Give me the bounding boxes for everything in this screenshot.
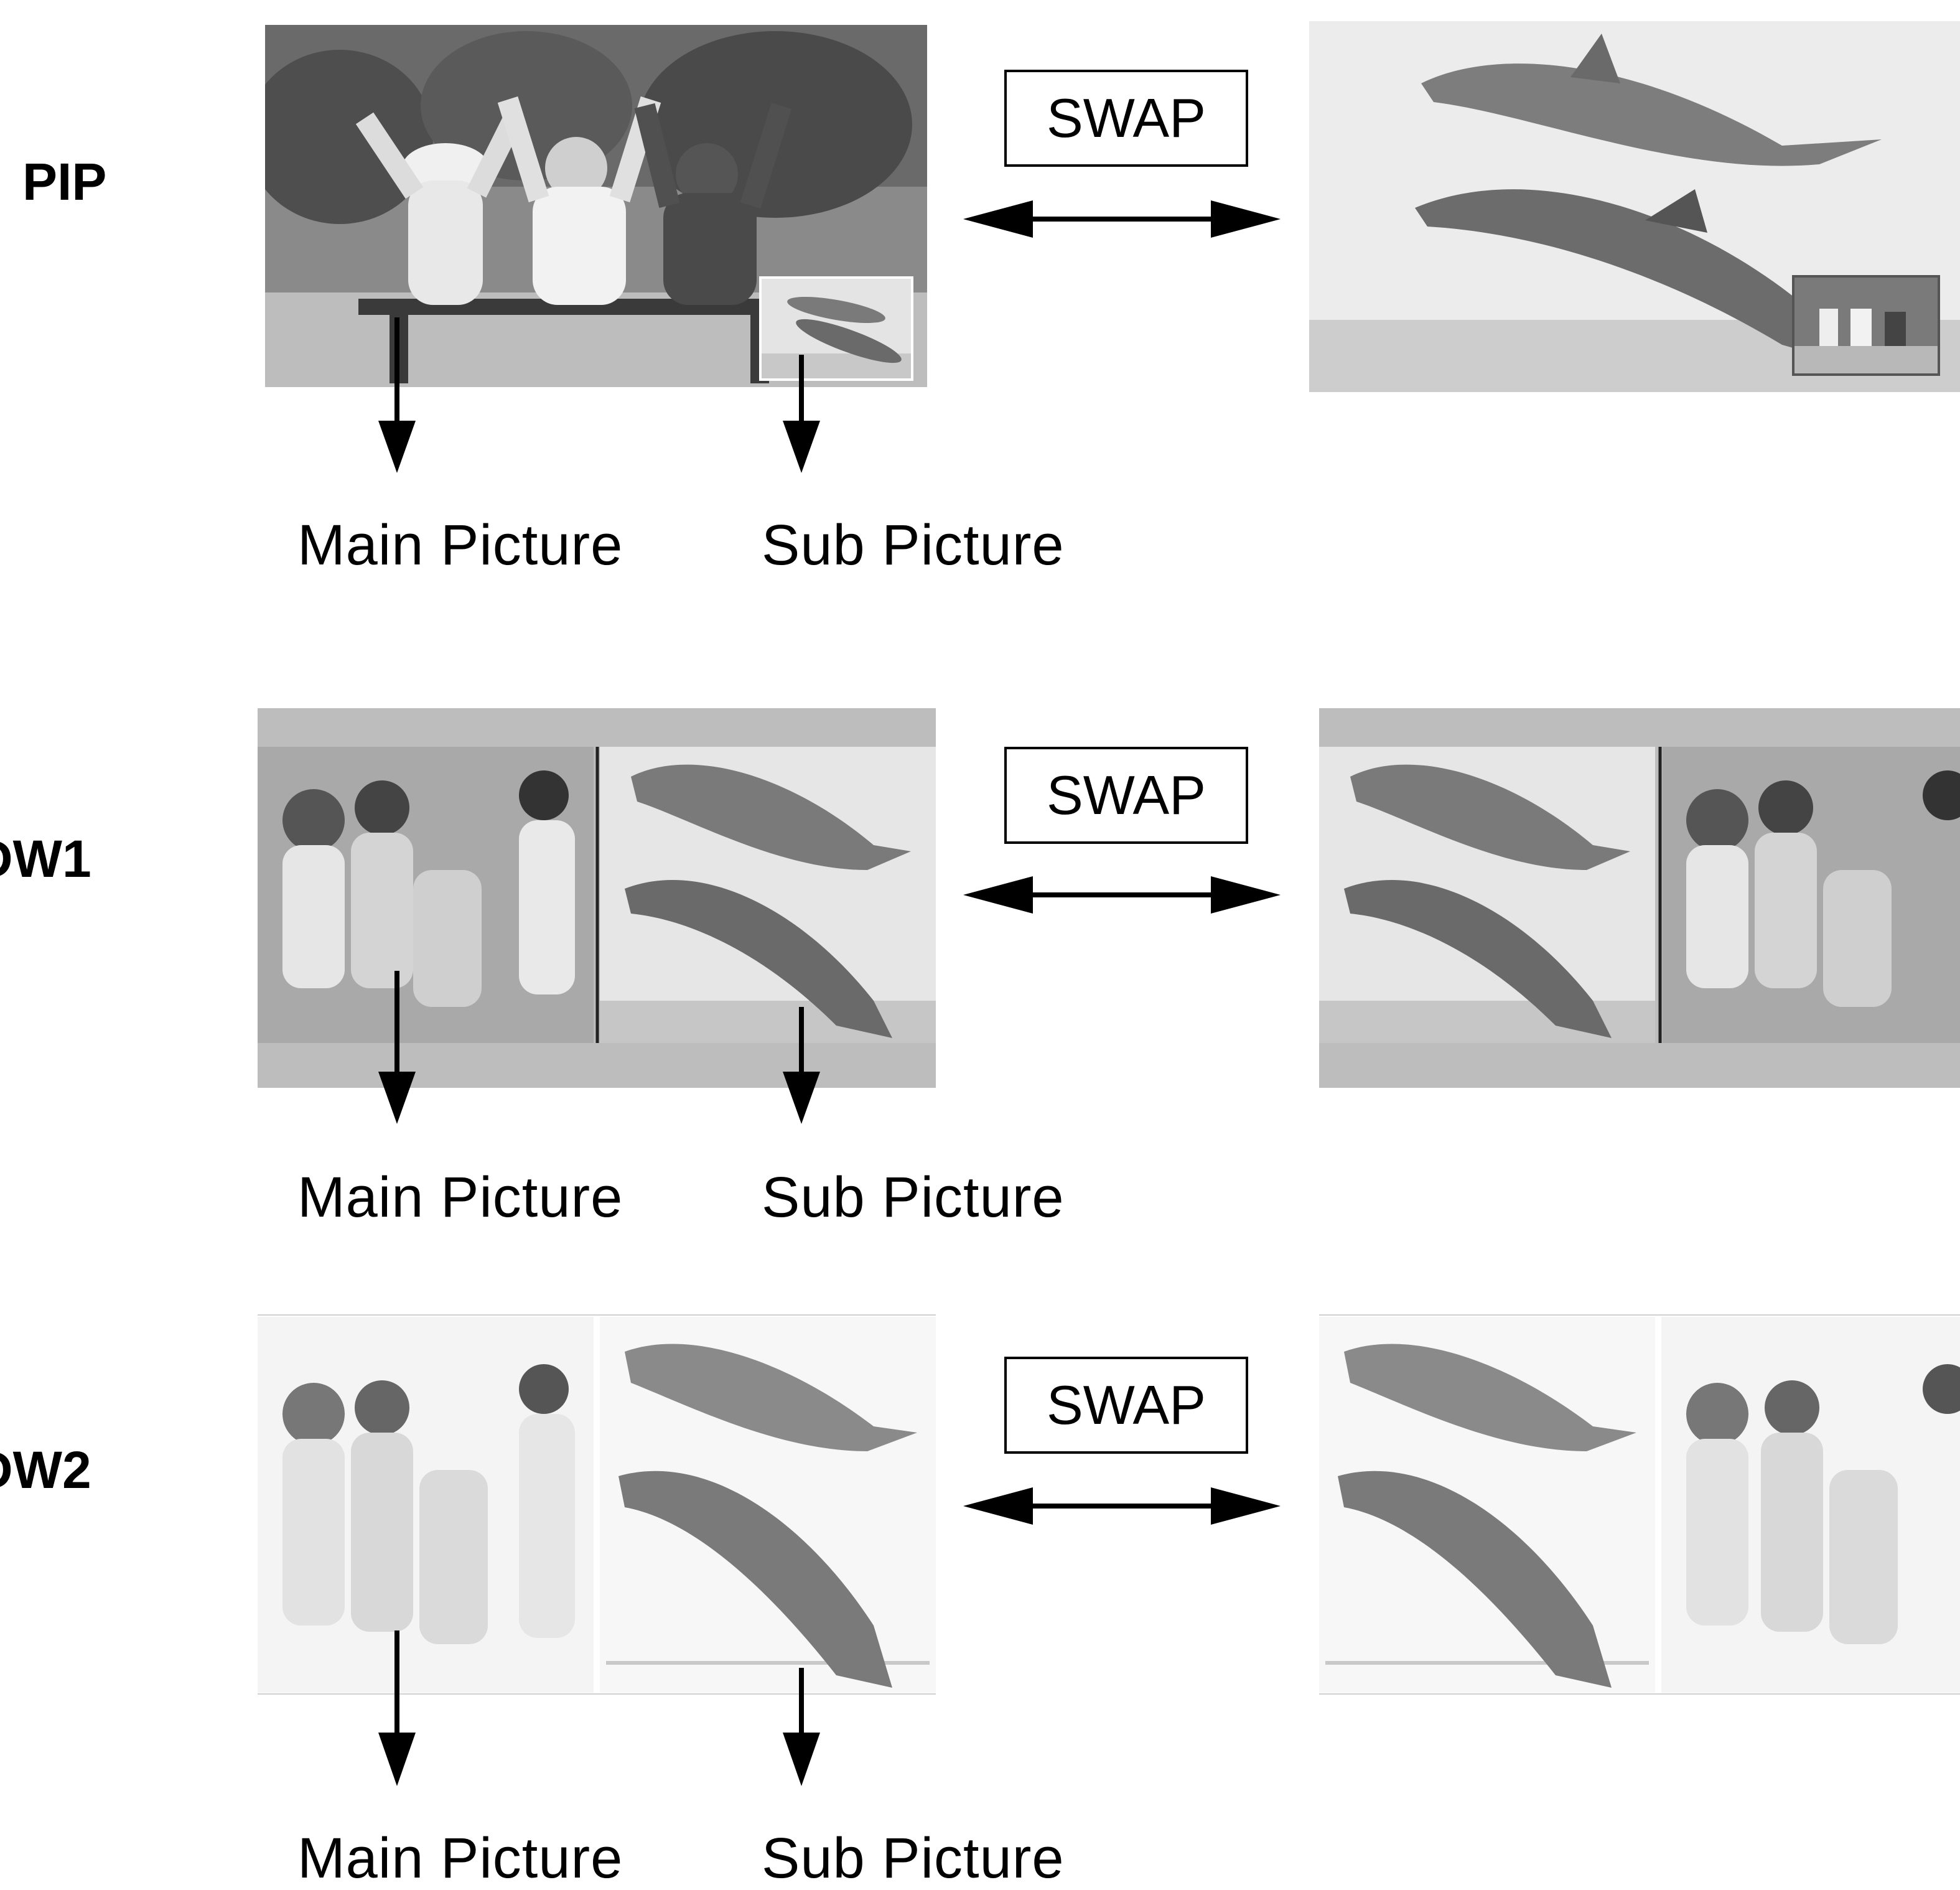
main-picture-caption: Main Picture xyxy=(297,1830,623,1887)
sub-picture-caption: Sub Picture xyxy=(762,1830,1065,1887)
